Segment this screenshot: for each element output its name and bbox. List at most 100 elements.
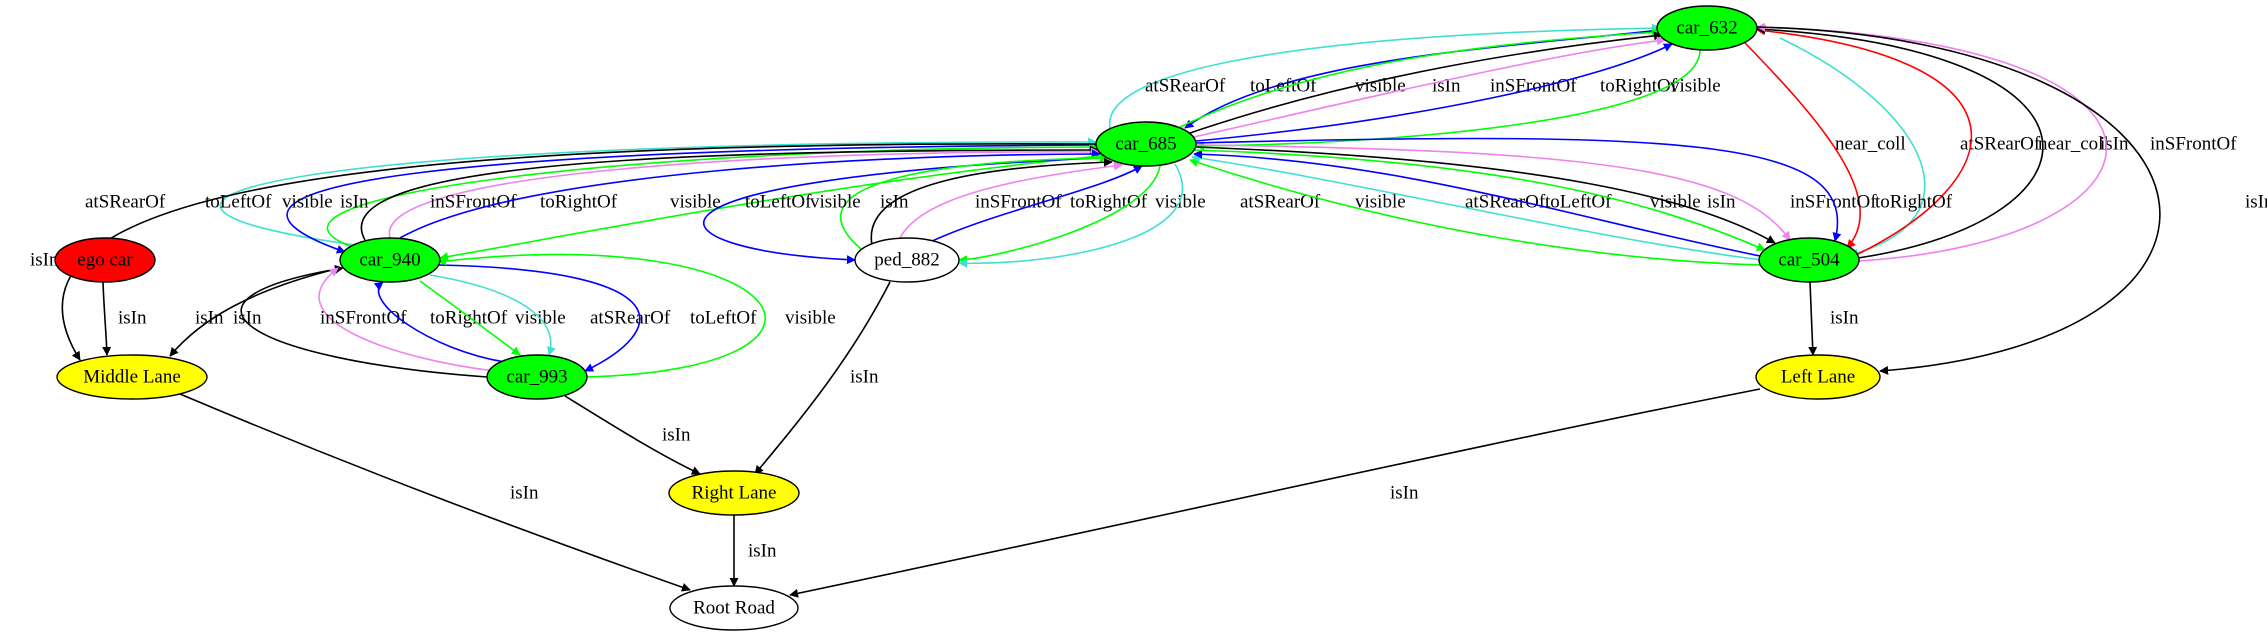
edge-line [388,147,1100,239]
edge-label: isIn [850,367,879,388]
node-shape [1758,237,1860,283]
edge-line [399,149,1101,239]
node-root-road[interactable]: Root Road [669,585,799,631]
edge-label: visible [670,192,721,213]
edge-label: isIn [233,308,262,329]
node-car-993[interactable]: car_993 [486,354,588,400]
node-label: Middle Lane [83,367,181,388]
edge-line [326,142,1098,249]
node-ped-882[interactable]: ped_882 [854,237,960,283]
node-label: car_940 [359,250,420,271]
edge-line [870,157,1113,246]
edge-line [437,264,641,372]
edge-ped_882-car_685: toRightOf [929,165,1148,243]
edge-line [929,165,1143,243]
edge-label: atSRearOf [1240,192,1321,213]
edge-label: isIn [748,541,777,562]
node-label: Left Lane [1781,367,1855,388]
edge-line [169,267,341,357]
edge-line [1756,26,2161,375]
edge-label: visible [785,308,836,329]
edge-line [1189,31,1663,134]
node-middle-lane[interactable]: Middle Lane [56,354,208,400]
edge-car_940-car_993: atSRearOf [429,274,671,356]
node-right-lane[interactable]: Right Lane [668,470,800,516]
edge-line [240,264,488,378]
edge-line [958,163,1184,268]
edge-ped_882-right_lane: isIn [754,281,891,475]
edge-line [1193,149,1766,251]
edge-line [429,274,556,356]
edge-label: isIn [510,483,539,504]
node-shape [56,354,208,400]
edge-label: atSRearOf [1465,192,1546,213]
edge-label: atSRearOf [85,192,166,213]
node-car-940[interactable]: car_940 [339,237,441,283]
edge-label: atSRearOf [1960,134,2041,155]
edge-line [219,137,1097,246]
edge-car_940-car_685: inSFrontOf [388,147,1100,239]
edge-car_940-car_993: toLeftOf [437,264,757,372]
edge-line [1193,146,1776,244]
node-shape [668,470,800,516]
edge-car_504-car_685: toLeftOf [1193,149,1766,258]
edge-line [899,161,1123,239]
node-label: ped_882 [874,250,939,271]
edge-label: isIn [1830,308,1859,329]
edge-line [754,281,891,475]
edge-label: toLeftOf [1250,76,1317,97]
edge-car_504-left_lane: isIn [1808,281,1859,356]
edge-line [1193,149,1766,258]
edge-ego_car-middle_lane: isIn [102,281,147,356]
edge-car_685-ped_882: visible [958,165,1206,265]
edge-middle_lane-root_road: isIn [179,393,691,592]
node-car-504[interactable]: car_504 [1758,237,1860,283]
edge-label: toRightOf [430,308,508,329]
edge-label: toRightOf [1070,192,1148,213]
node-car-632[interactable]: car_632 [1656,5,1758,51]
edge-label: isIn [2100,134,2129,155]
edge-label: inSFrontOf [1490,76,1577,97]
edge-car_685-middle_lane: isIn [30,143,1097,361]
node-label: car_632 [1676,18,1737,39]
edge-label: visible [282,192,333,213]
node-shape [854,237,960,283]
edge-label: isIn [340,192,369,213]
edge-label: visible [810,192,861,213]
edge-car_632-left_lane: isIn [1756,26,2267,375]
edge-label: isIn [195,308,224,329]
edge-car_993-car_940: toRightOf [373,281,508,363]
edge-car_685-car_504: toRightOf [1195,137,1953,242]
edge-label: toRightOf [1875,192,1953,213]
node-shape [1095,121,1197,167]
edge-label: isIn [2245,192,2267,213]
edge-car_685-car_940: visible [439,155,1101,262]
edge-label: toRightOf [540,192,618,213]
edge-line [1195,49,1701,151]
nodes-layer: car_632 car_685 car_940 ped_882 car_504 ego c… [54,5,1881,631]
edge-label: isIn [30,250,59,271]
edge-car_504-car_632: near_coll [1756,26,2109,256]
node-left-lane[interactable]: Left Lane [1755,354,1881,400]
edge-label: toLeftOf [690,308,757,329]
edge-car_685-ped_882: atSRearOf [958,163,1321,268]
edge-car_993-car_940: inSFrontOf [318,267,496,372]
edge-line [1193,36,1666,138]
edge-line [318,267,496,372]
edge-car_685-car_632: atSRearOf [1109,23,1661,129]
edge-label: near_coll [1835,134,1906,155]
edge-line [1808,281,1818,356]
edge-line [439,155,1101,262]
edge-line [1195,137,1842,242]
edge-label: near_coll [2038,134,2109,155]
edge-car_940-car_685: toRightOf [399,149,1101,239]
edge-label: inSFrontOf [975,192,1062,213]
edge-car_632-car_685: toLeftOf [1184,29,1661,129]
edge-line [286,144,1097,254]
node-ego-car[interactable]: ego car [54,237,156,283]
edge-line [179,393,691,592]
edge-line [419,280,521,356]
node-shape [669,585,799,631]
node-car-685[interactable]: car_685 [1095,121,1197,167]
edge-label: isIn [1707,192,1736,213]
